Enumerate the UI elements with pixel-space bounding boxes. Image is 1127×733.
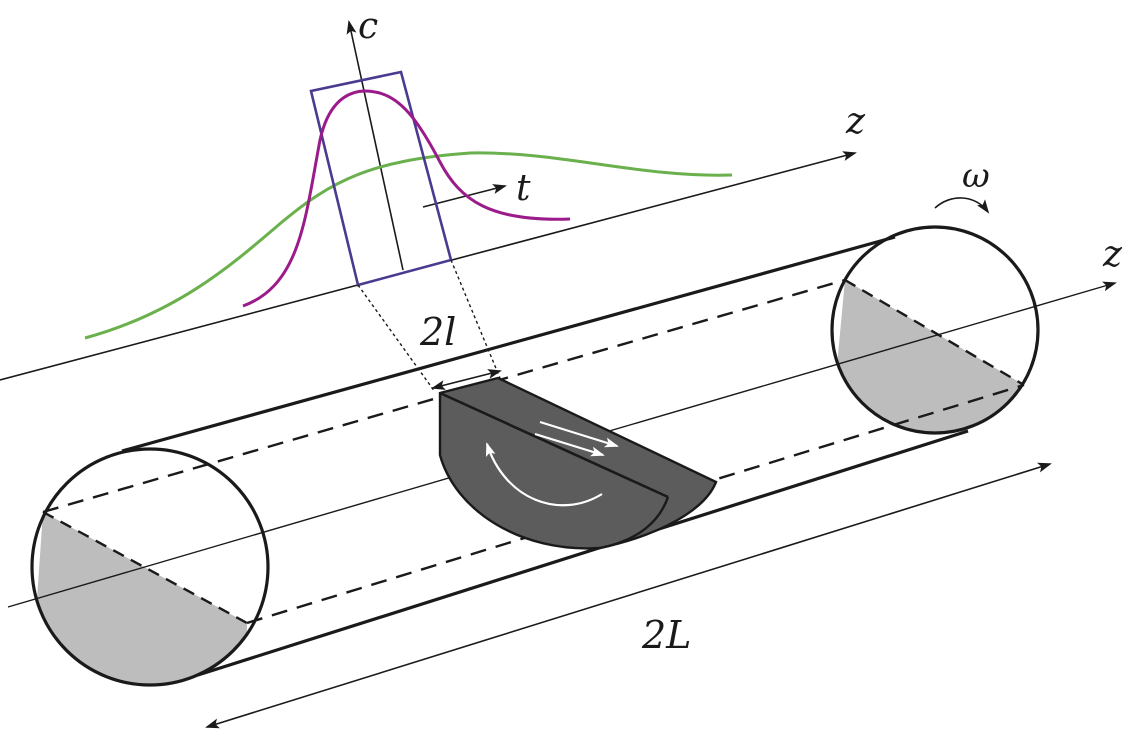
z-axis-cylinder-label: z <box>1102 234 1123 275</box>
right-end-cap <box>830 225 1040 435</box>
cylinder-length-arrow <box>205 462 1052 729</box>
initial-pulse-box <box>309 70 453 287</box>
axial-flow-arrow-1 <box>539 420 619 448</box>
slug-width-arrow <box>431 369 502 390</box>
slug-width-label: 2l <box>419 310 456 354</box>
left-cap-liquid <box>32 512 247 685</box>
cylinder-length-label: 2L <box>641 613 691 657</box>
tracer-slug <box>431 369 718 550</box>
c-axis <box>346 20 404 271</box>
broad-concentration-curve <box>84 151 733 340</box>
omega-label: ω <box>962 156 990 196</box>
cylinder-top-edge <box>121 235 896 453</box>
right-cap-liquid <box>832 280 1038 433</box>
axial-flow-arrow-2 <box>534 432 605 457</box>
slug-front-face <box>438 376 718 550</box>
rotation-arrow <box>934 197 990 214</box>
projection-line-right <box>450 259 501 379</box>
projection-line-left <box>357 284 436 393</box>
z-axis-top-label: z <box>845 101 866 142</box>
concentration-plot <box>0 20 857 393</box>
c-axis-label: c <box>358 6 378 47</box>
liquid-surface-right-cap <box>844 278 1025 387</box>
narrow-concentration-curve <box>242 89 571 308</box>
t-arrow-label: t <box>516 168 531 209</box>
